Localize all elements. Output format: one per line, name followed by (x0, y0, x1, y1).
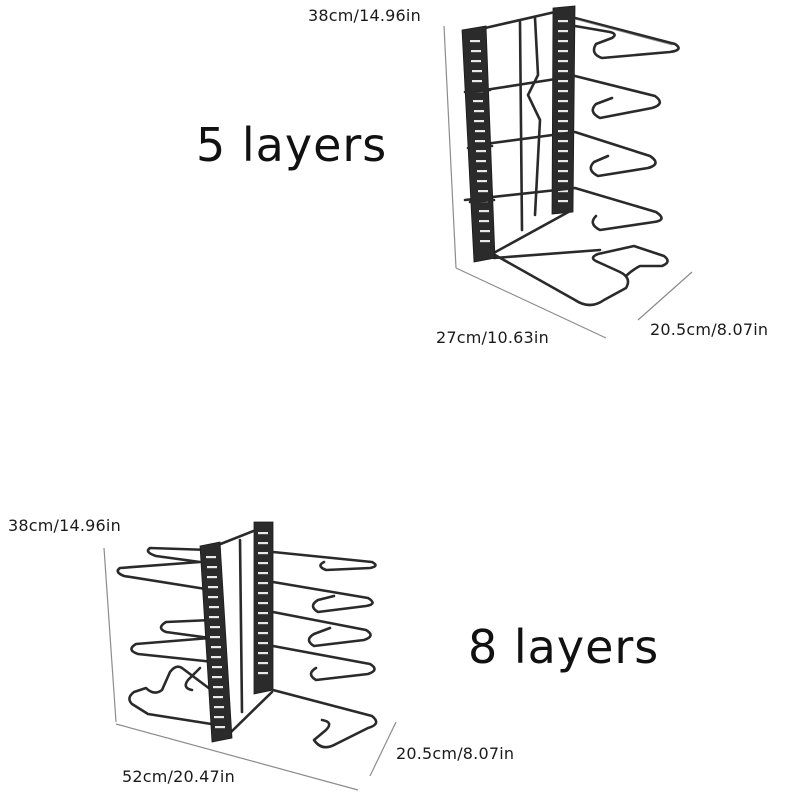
rack-8-dimension-lines (103, 547, 397, 791)
rack-5-dimension-lines (443, 25, 693, 339)
rack-5-shelves (463, 16, 680, 307)
rack-8-depth-label: 20.5cm/8.07in (396, 744, 515, 763)
rack-5-back-post (551, 5, 576, 215)
rack-5-shelf-crossbars (463, 88, 496, 204)
rack-5-height-label: 38cm/14.96in (308, 6, 421, 25)
rack-5-layers-title: 5 layers (196, 118, 388, 172)
rack-5-depth-label: 20.5cm/8.07in (650, 320, 769, 339)
rack-5-front-post (461, 25, 496, 263)
rack-8-front-post (199, 541, 233, 743)
rack-5-frame (483, 10, 602, 260)
rack-8-layers-title: 8 layers (468, 620, 660, 674)
rack-8-frame (216, 528, 274, 737)
rack-5-length-label: 27cm/10.63in (436, 328, 549, 347)
rack-8-height-label: 38cm/14.96in (8, 516, 121, 535)
rack-8-length-label: 52cm/20.47in (122, 767, 235, 786)
rack-8-back-post (253, 521, 274, 695)
